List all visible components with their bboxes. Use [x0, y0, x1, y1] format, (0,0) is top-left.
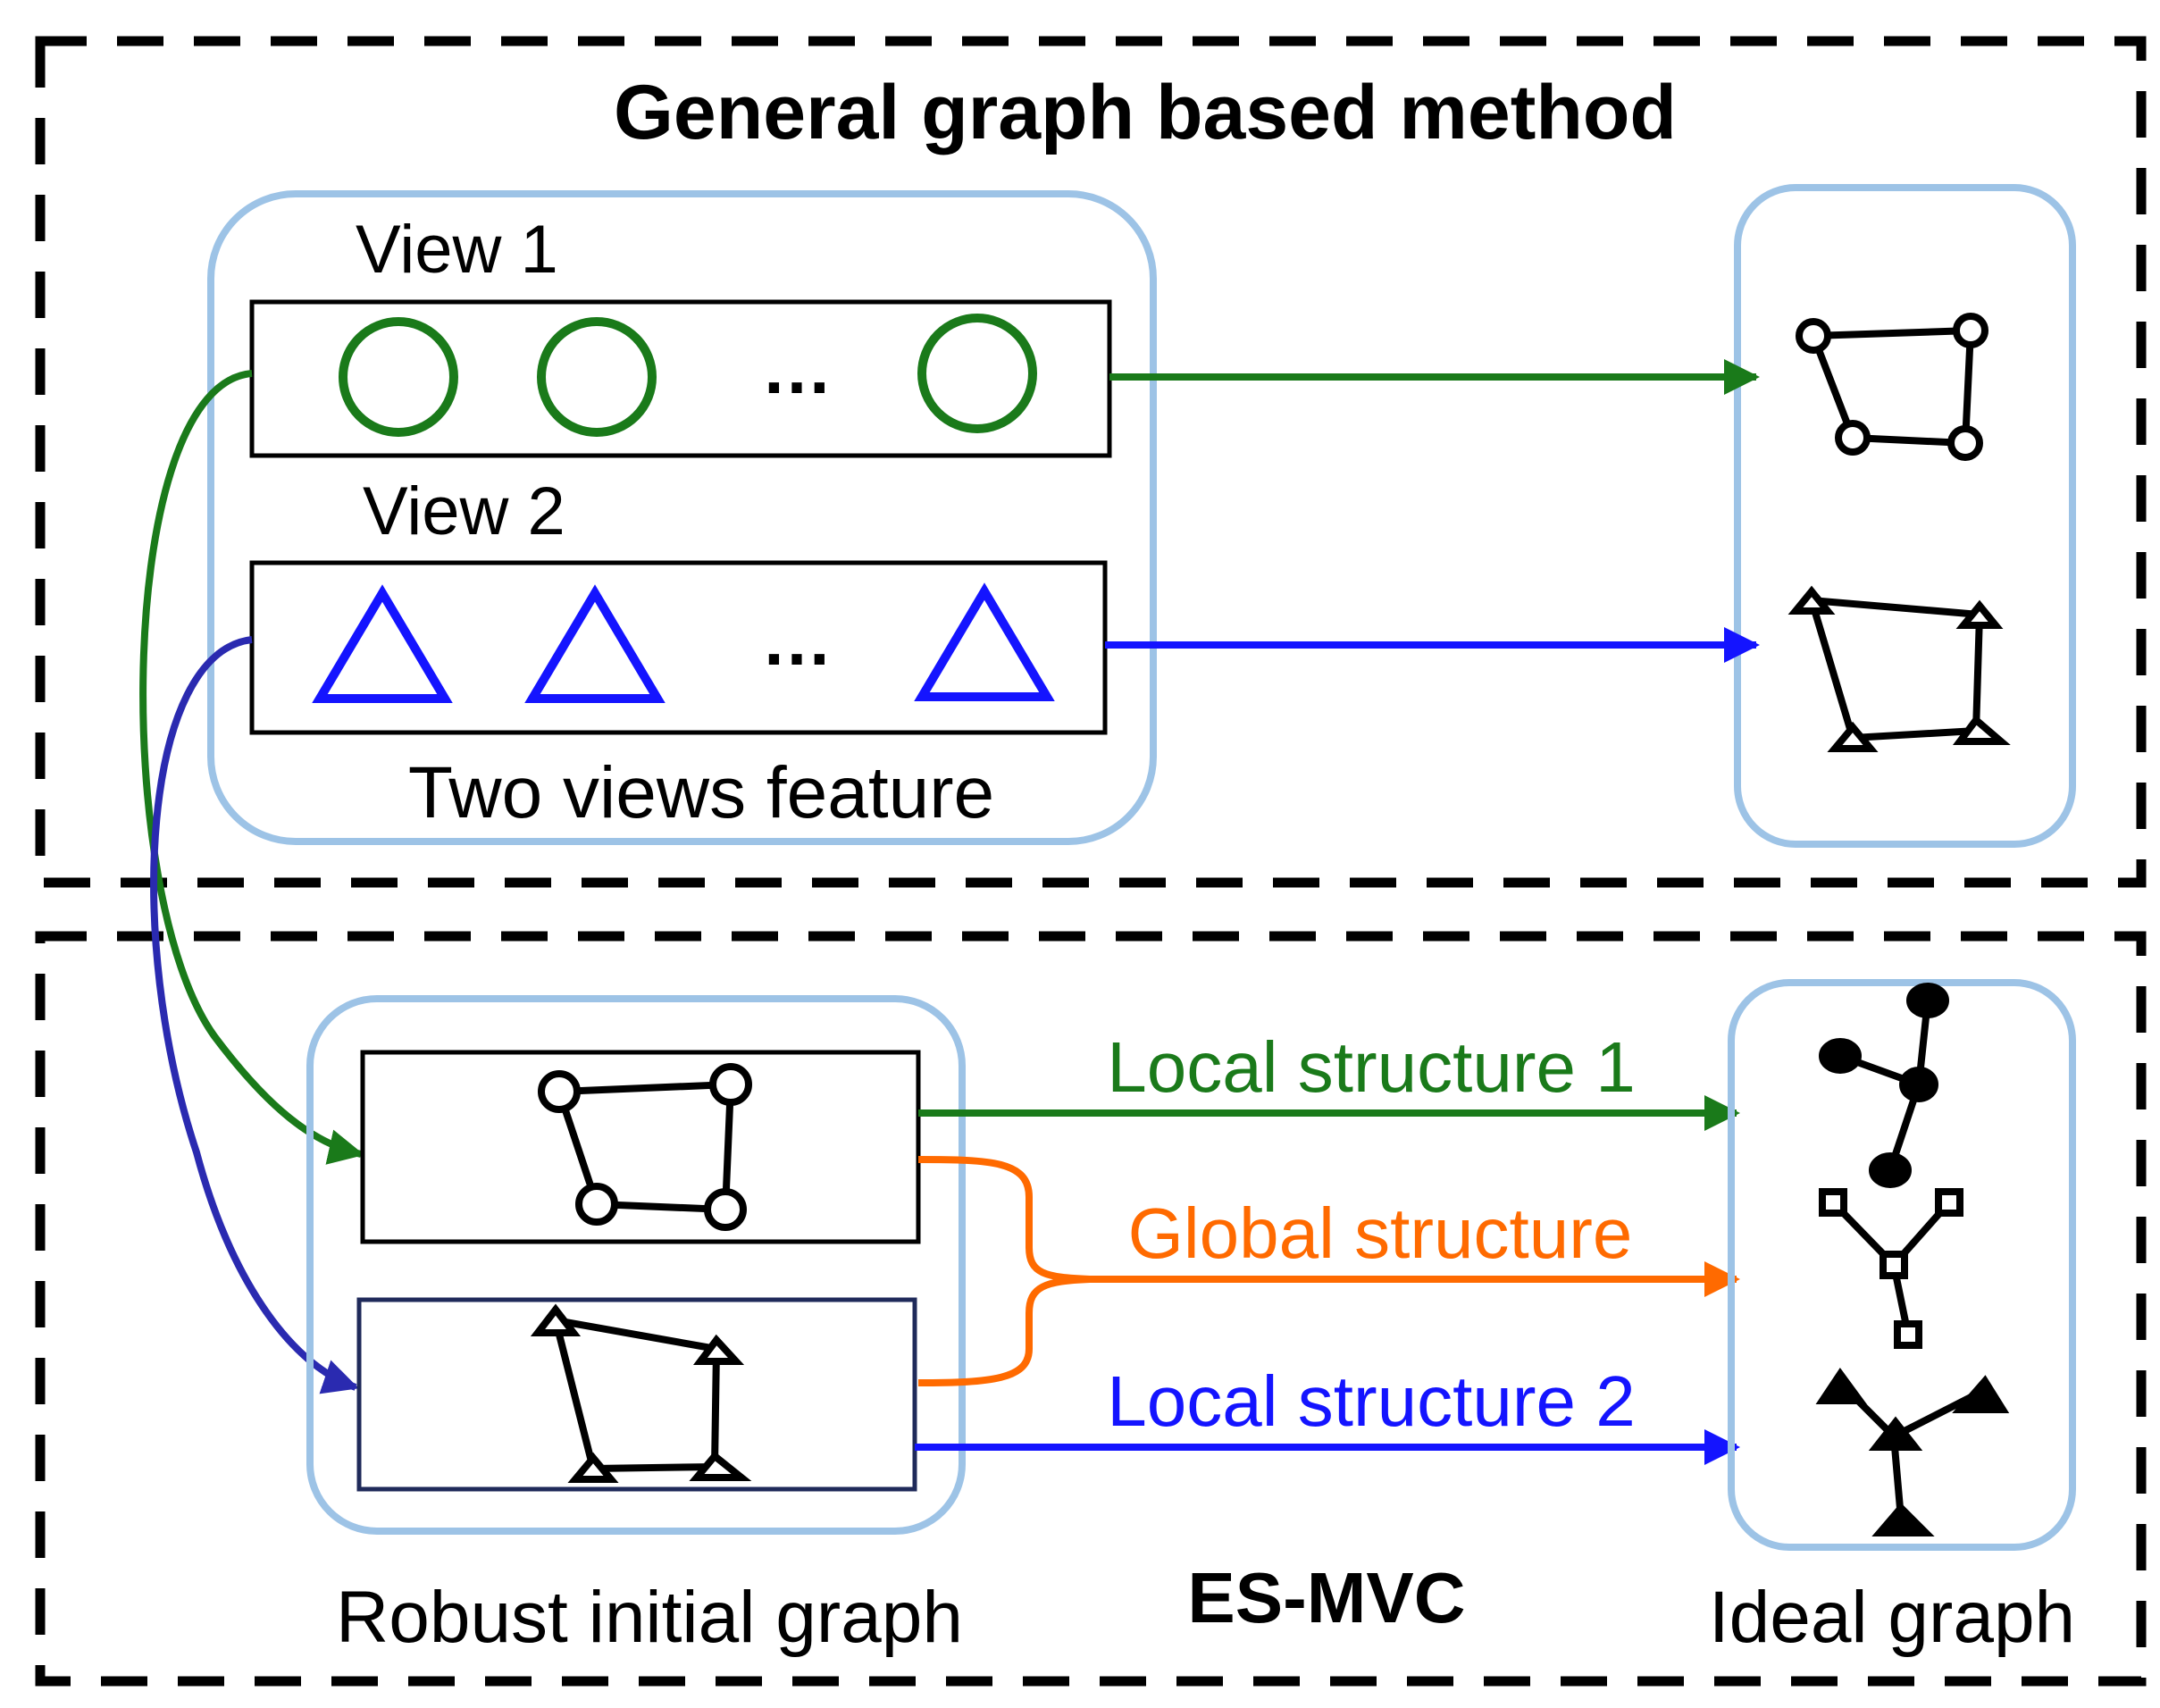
- top-section-frame: [35, 36, 2147, 888]
- ideal-circle-tree: [1819, 983, 1949, 1188]
- global-structure-label: Global structure: [1128, 1193, 1633, 1273]
- initial-graph-panel: [306, 995, 966, 1535]
- ideal-triangle-tree: [1815, 1368, 2010, 1536]
- initial-circle-graph: [538, 1063, 752, 1231]
- top-graph-panel: [1734, 184, 2076, 848]
- view2-sample-triangle: [524, 584, 666, 703]
- view1-label: View 1: [356, 212, 558, 288]
- ideal-graph-panel: [1728, 979, 2076, 1551]
- initial-graph-view2-box: [356, 1297, 917, 1492]
- two-views-panel: [207, 190, 1157, 845]
- view2-sample-triangle: [914, 582, 1055, 701]
- local-structure-1-label: Local structure 1: [1107, 1027, 1635, 1107]
- view2-label: View 2: [363, 473, 565, 549]
- initial-graph-view1-box: [360, 1050, 921, 1244]
- ideal-square-tree: [1819, 1188, 1963, 1349]
- ideal-graph-caption: Ideal graph: [1709, 1577, 2075, 1658]
- bottom-section-frame: [35, 931, 2147, 1687]
- method-name: ES-MVC: [1187, 1558, 1465, 1637]
- view2-to-initial-graph-arrow: [150, 636, 359, 1394]
- global-structure-brace: [917, 1156, 1737, 1386]
- view1-sample-circle: [537, 317, 657, 437]
- section-title: General graph based method: [614, 70, 1677, 155]
- local-structure-2-label: Local structure 2: [1107, 1361, 1635, 1441]
- view1-to-initial-graph-arrow: [139, 370, 364, 1165]
- view1-sample-circle: [917, 314, 1037, 433]
- view1-circle-graph: [1796, 313, 1988, 461]
- initial-graph-caption: Robust initial graph: [336, 1577, 963, 1658]
- view1-ellipsis: …: [761, 329, 833, 408]
- view2-triangle-graph: [1787, 585, 2011, 752]
- view2-ellipsis: …: [761, 600, 833, 680]
- view2-box: [249, 560, 1108, 735]
- initial-triangle-graph: [530, 1303, 752, 1483]
- view1-sample-circle: [339, 317, 458, 437]
- view2-sample-triangle: [312, 584, 453, 703]
- features-caption: Two views feature: [408, 752, 994, 833]
